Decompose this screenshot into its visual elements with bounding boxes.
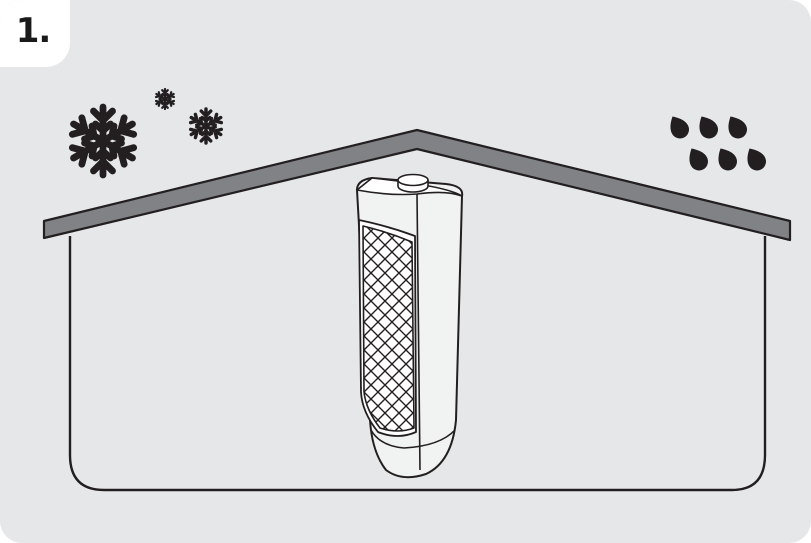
house-roof — [42, 128, 792, 242]
heater-front-edge — [416, 193, 421, 471]
step-number: 1. — [15, 10, 52, 51]
heater-grille-mesh — [363, 226, 414, 431]
step-badge: 1. — [0, 0, 70, 67]
raindrop-icon — [664, 111, 770, 174]
snowflake-icon-small — [156, 89, 174, 109]
tower-heater — [356, 173, 464, 479]
snowflake-icon-large — [72, 107, 133, 175]
heater-base — [370, 429, 456, 449]
snowflake-icon-medium — [191, 109, 222, 143]
house-walls — [68, 236, 767, 492]
